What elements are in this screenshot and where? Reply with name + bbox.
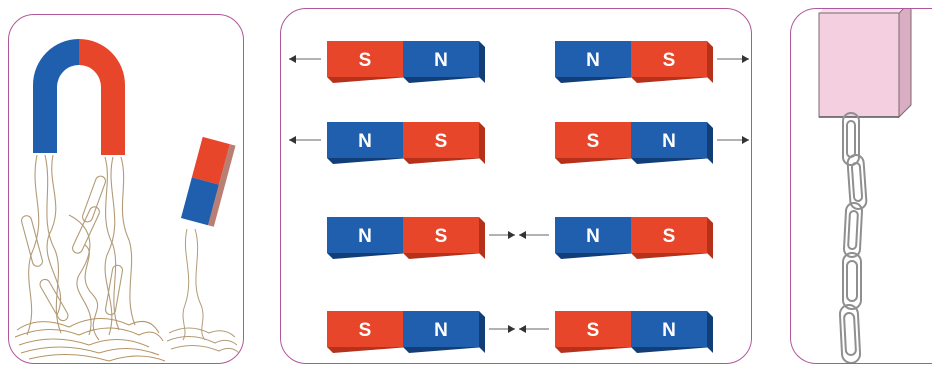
pink-box bbox=[818, 9, 912, 119]
force-arrow-right-row-1 bbox=[717, 55, 749, 63]
pole-depth-face bbox=[555, 253, 637, 259]
north-pole-segment bbox=[631, 122, 707, 158]
south-pole-segment bbox=[555, 122, 631, 158]
horseshoe-magnet-illustration bbox=[14, 39, 240, 362]
paper-clip-pile-left bbox=[14, 317, 166, 362]
pole-label: S bbox=[587, 131, 600, 152]
arrow-head bbox=[519, 325, 526, 333]
paper-clip-chain bbox=[838, 112, 868, 363]
force-arrow-right-row-2 bbox=[717, 136, 749, 144]
pole-label: N bbox=[358, 131, 372, 152]
north-pole-segment bbox=[403, 41, 479, 77]
pole-depth-face bbox=[631, 158, 713, 164]
south-pole-segment bbox=[403, 122, 479, 158]
pole-depth-face bbox=[327, 77, 409, 83]
north-pole-segment bbox=[555, 41, 631, 77]
pole-label: N bbox=[434, 320, 448, 341]
pole-depth-face bbox=[555, 77, 637, 83]
force-arrow-right-row-4 bbox=[519, 325, 549, 333]
south-pole-segment bbox=[555, 311, 631, 347]
horseshoe-magnet bbox=[33, 39, 125, 155]
pole-label: N bbox=[586, 226, 600, 247]
clip-chain-illustration bbox=[818, 9, 912, 363]
arrow-head bbox=[289, 136, 296, 144]
pole-label: N bbox=[662, 131, 676, 152]
north-pole-segment bbox=[327, 217, 403, 253]
pole-label: N bbox=[662, 320, 676, 341]
pole-label: S bbox=[359, 320, 372, 341]
force-arrow-right-row-3 bbox=[519, 231, 549, 239]
pole-label: S bbox=[663, 50, 676, 71]
pole-label: S bbox=[435, 226, 448, 247]
paper-clip-cluster-right bbox=[166, 228, 240, 354]
pole-label: N bbox=[586, 50, 600, 71]
south-pole-segment bbox=[631, 217, 707, 253]
pole-label: S bbox=[587, 320, 600, 341]
magnet-clip-chain-panel bbox=[790, 8, 932, 364]
arrow-head bbox=[508, 325, 515, 333]
pole-depth-face bbox=[403, 77, 485, 83]
north-pole-segment bbox=[555, 217, 631, 253]
pole-label: S bbox=[663, 226, 676, 247]
pole-depth-face bbox=[555, 347, 637, 353]
pole-depth-face bbox=[327, 253, 409, 259]
pole-depth-face bbox=[403, 347, 485, 353]
pole-label: N bbox=[358, 226, 372, 247]
north-pole-segment bbox=[327, 122, 403, 158]
south-pole-segment bbox=[403, 217, 479, 253]
arrow-head bbox=[742, 55, 749, 63]
paper-clip-cluster-left bbox=[21, 154, 136, 341]
force-arrow-left-row-2 bbox=[289, 136, 321, 144]
north-pole-segment bbox=[403, 311, 479, 347]
pole-depth-face bbox=[403, 158, 485, 164]
south-pole-segment bbox=[631, 41, 707, 77]
pole-label: S bbox=[359, 50, 372, 71]
magnet-side-face bbox=[479, 217, 485, 259]
magnet-side-face bbox=[707, 41, 713, 83]
pole-label: N bbox=[434, 50, 448, 71]
pole-label: S bbox=[435, 131, 448, 152]
pole-depth-face bbox=[403, 253, 485, 259]
magnet-side-face bbox=[479, 311, 485, 353]
magnet-side-face bbox=[479, 41, 485, 83]
arrow-head bbox=[742, 136, 749, 144]
force-arrow-left-row-1 bbox=[289, 55, 321, 63]
force-arrow-left-row-3 bbox=[489, 231, 515, 239]
pole-depth-face bbox=[327, 158, 409, 164]
horseshoe-magnet-panel bbox=[8, 14, 244, 364]
pole-depth-face bbox=[631, 253, 713, 259]
pole-depth-face bbox=[555, 158, 637, 164]
arrow-head bbox=[289, 55, 296, 63]
magnet-side-face bbox=[707, 311, 713, 353]
magnet-side-face bbox=[707, 217, 713, 259]
north-pole-segment bbox=[631, 311, 707, 347]
pole-depth-face bbox=[631, 347, 713, 353]
force-arrow-left-row-4 bbox=[489, 325, 515, 333]
magnet-side-face bbox=[707, 122, 713, 164]
arrow-head bbox=[508, 231, 515, 239]
small-bar-magnet bbox=[180, 136, 236, 227]
magnet-side-face bbox=[479, 122, 485, 164]
pole-depth-face bbox=[631, 77, 713, 83]
south-pole-segment bbox=[327, 311, 403, 347]
arrow-head bbox=[519, 231, 526, 239]
south-pole-segment bbox=[327, 41, 403, 77]
pole-depth-face bbox=[327, 347, 409, 353]
